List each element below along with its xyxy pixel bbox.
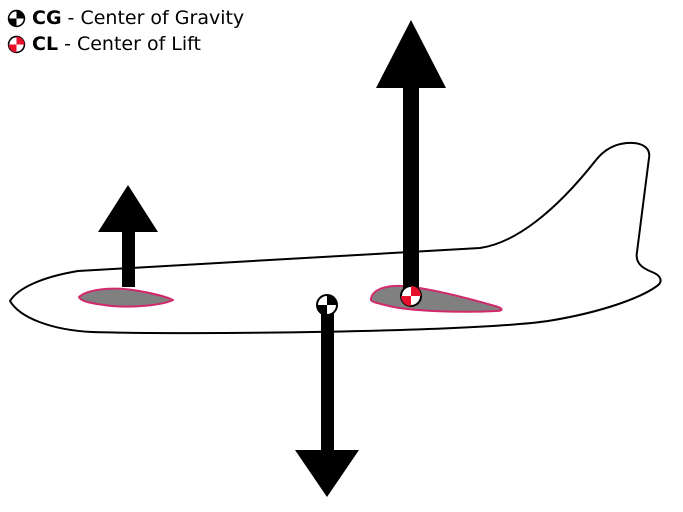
legend: CG - Center of Gravity CL - Center of Li… <box>7 7 244 55</box>
forward-airfoil <box>78 287 174 308</box>
weight-arrow <box>295 305 359 497</box>
legend-row-cl: CL - Center of Lift <box>7 33 244 55</box>
legend-cg-abbr: CG <box>32 7 62 29</box>
cg-marker-icon <box>7 9 26 27</box>
main-wing-lift-arrow <box>376 20 446 292</box>
legend-cl-label: - Center of Lift <box>64 33 201 55</box>
cl-marker <box>400 285 422 307</box>
legend-row-cg: CG - Center of Gravity <box>7 7 244 29</box>
aircraft-outline <box>9 141 662 335</box>
legend-cl-abbr: CL <box>32 33 59 55</box>
legend-cg-label: - Center of Gravity <box>67 7 245 29</box>
cg-marker <box>316 294 338 316</box>
cl-marker-icon <box>7 35 26 53</box>
forward-lift-arrow <box>98 185 158 287</box>
